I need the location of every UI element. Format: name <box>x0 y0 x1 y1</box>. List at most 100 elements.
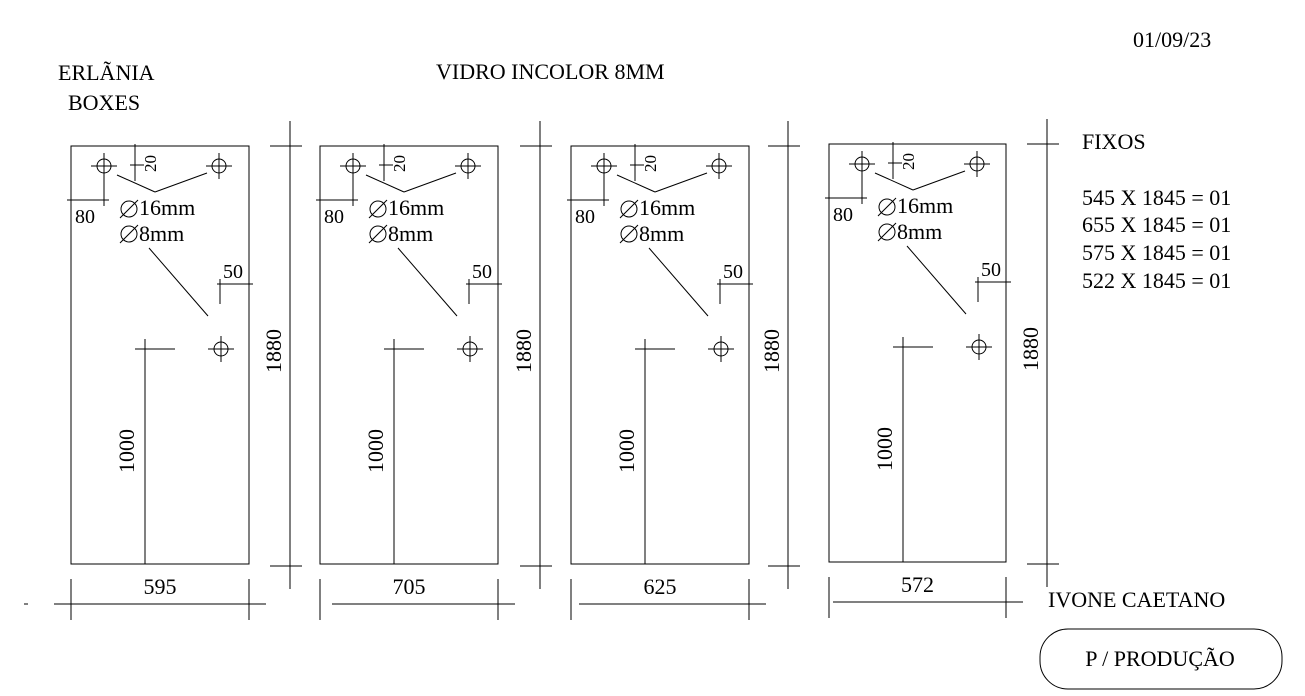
client-name: ERLÃNIA <box>58 60 155 85</box>
diameter-slash <box>619 224 639 244</box>
offset-right-label: 50 <box>723 261 743 283</box>
hole-large-label: 16mm <box>388 195 444 220</box>
diameter-circle <box>120 225 138 243</box>
leader-line <box>654 172 708 193</box>
diameter-circle <box>620 225 638 243</box>
hole-large-label: 16mm <box>897 193 953 218</box>
diameter-circle <box>120 200 138 218</box>
diameter-slash <box>119 199 139 219</box>
leader-line <box>648 247 709 317</box>
mounting-hole <box>91 153 117 179</box>
mounting-hole <box>706 153 732 179</box>
diameter-slash <box>368 199 388 219</box>
offset-side-label: 80 <box>575 206 595 228</box>
client-company: BOXES <box>68 90 140 115</box>
diameter-circle <box>369 225 387 243</box>
panel-outline <box>319 145 499 565</box>
mounting-hole <box>455 153 481 179</box>
mounting-hole <box>964 151 990 177</box>
customer-name: IVONE CAETANO <box>1048 587 1225 612</box>
offset-side-label: 80 <box>833 204 853 226</box>
diameter-circle <box>878 223 896 241</box>
hole-height-label: 1000 <box>363 429 388 473</box>
fixos-item: 522 X 1845 = 01 <box>1082 268 1231 293</box>
panel-outline <box>70 145 250 565</box>
leader-line <box>154 172 208 193</box>
leader-line <box>906 245 967 315</box>
leader-line <box>365 174 405 193</box>
offset-top-label: 20 <box>141 155 160 172</box>
leader-line <box>616 174 656 193</box>
panel-outline <box>828 143 1007 563</box>
diameter-slash <box>619 199 639 219</box>
hole-height-label: 1000 <box>614 429 639 473</box>
width-label: 625 <box>644 574 677 599</box>
mounting-hole <box>708 336 734 362</box>
mounting-hole <box>457 336 483 362</box>
fixos-item: 655 X 1845 = 01 <box>1082 212 1231 237</box>
diameter-slash <box>368 224 388 244</box>
hole-small-label: 8mm <box>388 221 433 246</box>
width-label: 705 <box>393 574 426 599</box>
width-label: 595 <box>144 574 177 599</box>
mounting-hole <box>340 153 366 179</box>
leader-line <box>403 172 457 193</box>
leader-line <box>148 247 209 317</box>
offset-right-label: 50 <box>223 261 243 283</box>
height-label: 1880 <box>511 329 536 373</box>
diameter-icon <box>119 199 139 219</box>
diameter-slash <box>119 224 139 244</box>
leader-line <box>912 170 966 191</box>
panel-outline <box>570 145 750 565</box>
mounting-hole <box>591 153 617 179</box>
mounting-hole <box>206 153 232 179</box>
diameter-slash <box>877 222 897 242</box>
mounting-hole <box>849 151 875 177</box>
date: 01/09/23 <box>1133 27 1211 52</box>
height-label: 1880 <box>759 329 784 373</box>
hole-large-label: 16mm <box>639 195 695 220</box>
diameter-slash <box>877 197 897 217</box>
production-badge-frame <box>1039 628 1283 690</box>
width-label: 572 <box>901 572 934 597</box>
leader-line <box>116 174 156 193</box>
diameter-icon <box>368 224 388 244</box>
offset-side-label: 80 <box>75 206 95 228</box>
production-badge: P / PRODUÇÃO <box>1085 646 1235 671</box>
diameter-circle <box>620 200 638 218</box>
offset-top-label: 20 <box>390 155 409 172</box>
hole-small-label: 8mm <box>139 221 184 246</box>
diameter-circle <box>878 198 896 216</box>
offset-top-label: 20 <box>899 153 918 170</box>
diameter-icon <box>619 199 639 219</box>
diameter-icon <box>619 224 639 244</box>
hole-height-label: 1000 <box>872 427 897 471</box>
fixos-item: 545 X 1845 = 01 <box>1082 185 1231 210</box>
diameter-circle <box>369 200 387 218</box>
hole-small-label: 8mm <box>897 219 942 244</box>
offset-side-label: 80 <box>324 206 344 228</box>
offset-right-label: 50 <box>981 259 1001 281</box>
fixos-item: 575 X 1845 = 01 <box>1082 240 1231 265</box>
offset-top-label: 20 <box>641 155 660 172</box>
diameter-icon <box>877 197 897 217</box>
hole-height-label: 1000 <box>114 429 139 473</box>
leader-line <box>397 247 458 317</box>
mounting-hole <box>208 336 234 362</box>
fixos-title: FIXOS <box>1082 129 1146 154</box>
height-label: 1880 <box>1018 327 1043 371</box>
diameter-icon <box>119 224 139 244</box>
leader-line <box>874 172 914 191</box>
material-title: VIDRO INCOLOR 8MM <box>436 59 665 84</box>
diameter-icon <box>368 199 388 219</box>
offset-right-label: 50 <box>472 261 492 283</box>
height-label: 1880 <box>261 329 286 373</box>
mounting-hole <box>966 334 992 360</box>
diameter-icon <box>877 222 897 242</box>
hole-small-label: 8mm <box>639 221 684 246</box>
